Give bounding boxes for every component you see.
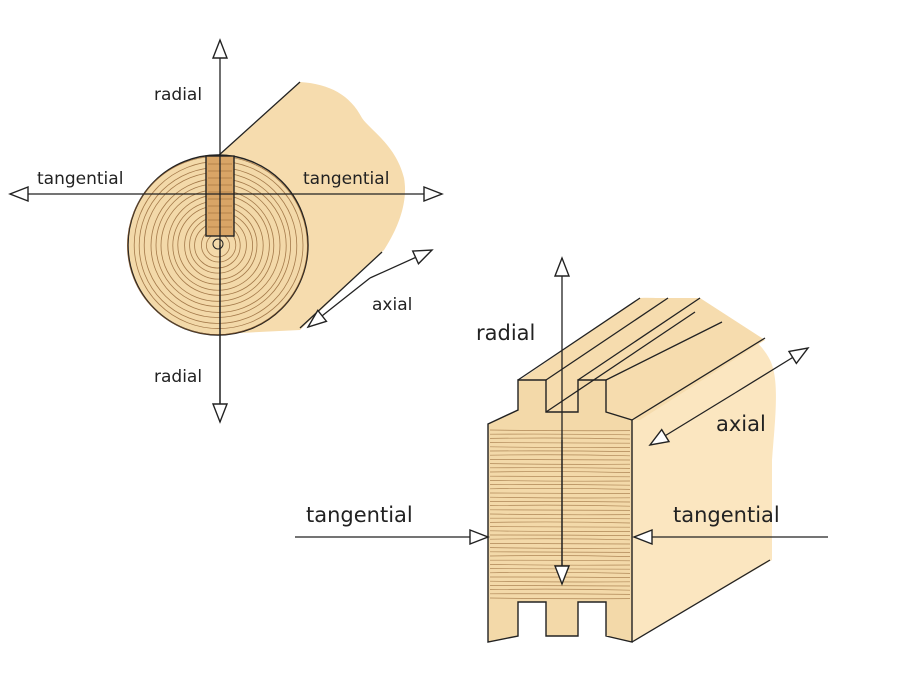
beam-grain-line xyxy=(489,484,631,486)
log-axial-arrow-in xyxy=(306,277,371,329)
beam-ridge-2 xyxy=(545,297,669,381)
log-illustration: radial radial tangential tangential axia… xyxy=(8,38,444,424)
beam-ridge-6 xyxy=(631,337,766,421)
log-label-radial-bottom: radial xyxy=(154,367,202,387)
beam-grain-line xyxy=(489,501,631,503)
beam-grain-line xyxy=(489,555,631,557)
beam-grain-line xyxy=(489,480,631,482)
beam-grain-line xyxy=(489,437,631,440)
beam-illustration: radial axial tangential tangential xyxy=(295,256,828,643)
beam-grain-line xyxy=(489,517,631,520)
beam-grain-line xyxy=(489,492,631,494)
beam-front-face xyxy=(487,379,633,643)
beam-grain-line xyxy=(489,467,631,469)
beam-bottom-edge xyxy=(631,559,771,643)
beam-ridge-4 xyxy=(577,297,701,381)
beam-axial-arrow-in xyxy=(648,392,736,447)
beam-grain-line xyxy=(489,450,631,452)
beam-grain-line xyxy=(489,588,631,591)
beam-grain-lines xyxy=(489,429,631,600)
beam-ridge-1 xyxy=(517,297,641,381)
beam-grain-line xyxy=(489,433,631,436)
beam-grain-line xyxy=(489,547,631,549)
beam-grain-line xyxy=(489,442,631,444)
log-top-edge xyxy=(217,81,301,157)
beam-grain-line xyxy=(489,543,631,545)
beam-grain-line xyxy=(489,521,631,524)
beam-grain-line xyxy=(489,429,631,432)
beam-grain-line xyxy=(489,593,631,595)
beam-label-radial: radial xyxy=(476,321,535,345)
log-label-tangential-right: tangential xyxy=(303,169,389,189)
beam-grain-line xyxy=(489,564,631,566)
beam-grain-line xyxy=(489,459,631,461)
log-label-tangential-left: tangential xyxy=(37,169,123,189)
log-pith xyxy=(212,238,224,250)
beam-grain-line xyxy=(489,463,631,465)
beam-grain-line xyxy=(489,446,631,448)
beam-grain-line xyxy=(489,487,631,490)
beam-grain-line xyxy=(489,530,631,532)
beam-grain-line xyxy=(489,454,631,457)
beam-grain-line xyxy=(489,513,631,516)
beam-grain-line xyxy=(489,475,631,478)
beam-label-tangential-right: tangential xyxy=(673,503,780,527)
beam-axial-arrow-out xyxy=(734,346,810,394)
beam-grain-line xyxy=(489,504,631,507)
beam-grain-line xyxy=(489,559,631,562)
log-label-axial: axial xyxy=(372,295,412,315)
beam-grain-line xyxy=(489,509,631,511)
beam-ridge-3 xyxy=(545,311,696,413)
beam-grain-line xyxy=(489,496,631,499)
beam-grain-line xyxy=(489,597,631,600)
beam-grain-line xyxy=(489,526,631,528)
beam-grain-line xyxy=(489,534,631,536)
log-axial-arrow-out xyxy=(369,249,434,279)
beam-grain-line xyxy=(489,538,631,541)
beam-label-tangential-left: tangential xyxy=(306,503,413,527)
beam-grain-line xyxy=(489,551,631,553)
beam-label-axial: axial xyxy=(716,412,766,436)
beam-ridge-5 xyxy=(605,321,723,381)
log-label-radial-top: radial xyxy=(154,85,202,105)
beam-grain-line xyxy=(489,471,631,473)
